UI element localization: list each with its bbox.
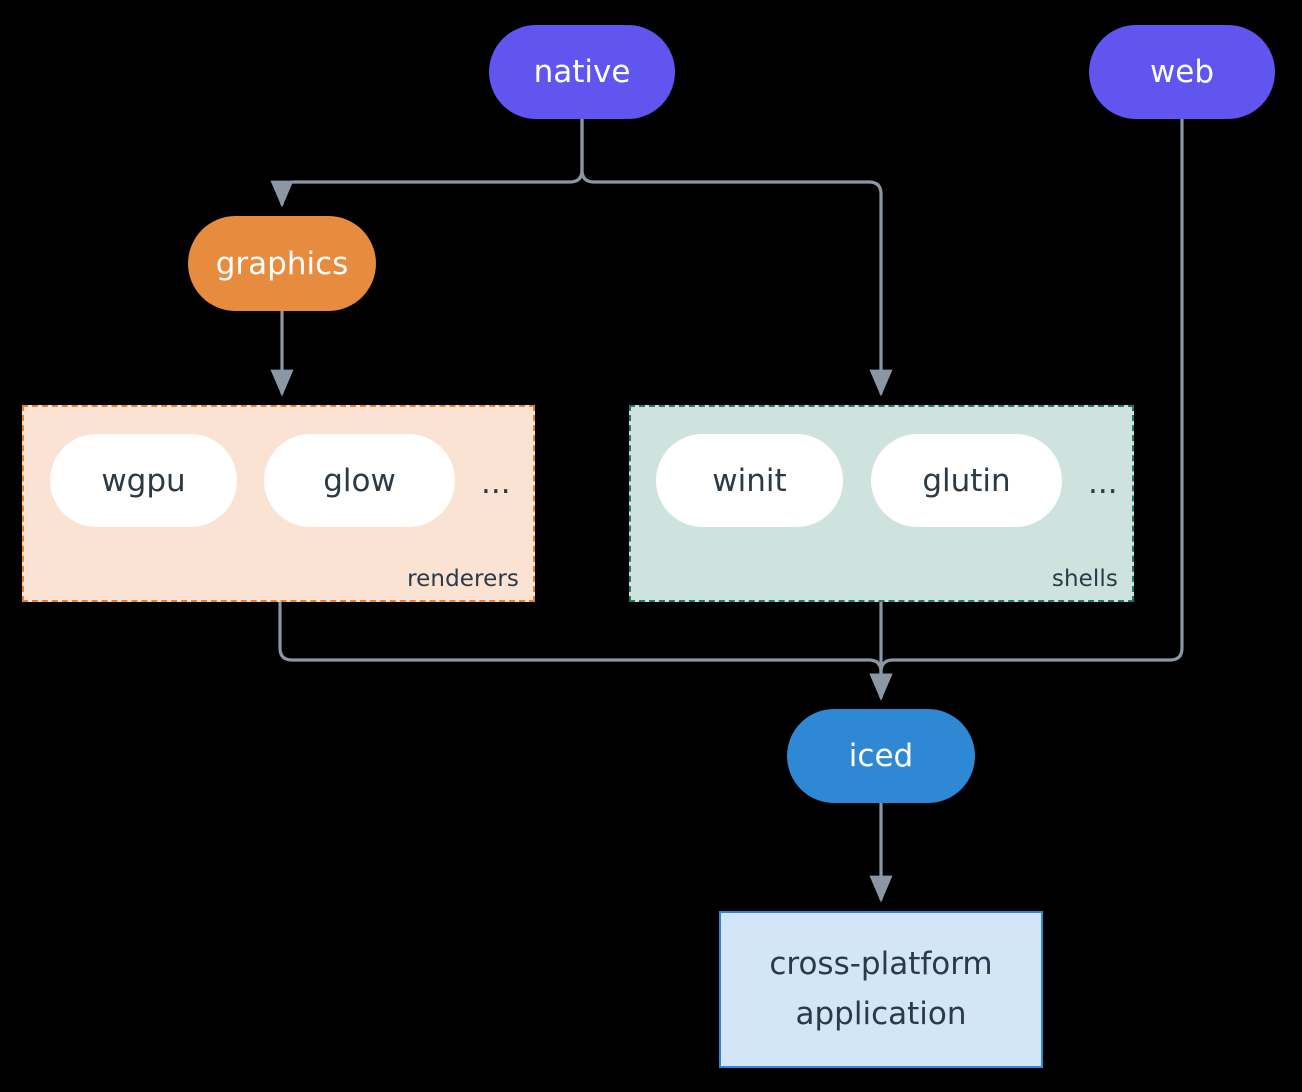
node-cross-platform-application[interactable]: cross-platform application bbox=[719, 911, 1043, 1068]
node-iced[interactable]: iced bbox=[787, 709, 975, 803]
node-web-label: web bbox=[1149, 54, 1215, 90]
edge-renderers-to-iced bbox=[278, 602, 893, 701]
node-glow[interactable]: glow bbox=[264, 434, 455, 527]
node-wgpu[interactable]: wgpu bbox=[50, 434, 237, 527]
node-graphics-label: graphics bbox=[215, 245, 349, 282]
node-wgpu-label: wgpu bbox=[101, 462, 186, 499]
edge-native-to-graphics bbox=[270, 119, 584, 208]
application-label-line1: cross-platform bbox=[769, 945, 993, 982]
node-winit[interactable]: winit bbox=[656, 434, 843, 527]
node-native[interactable]: native bbox=[489, 25, 675, 119]
cluster-renderers-label: renderers bbox=[407, 566, 519, 592]
node-web[interactable]: web bbox=[1089, 25, 1275, 119]
node-graphics[interactable]: graphics bbox=[188, 216, 376, 311]
node-glow-label: glow bbox=[323, 462, 396, 499]
node-native-label: native bbox=[533, 54, 631, 90]
node-glutin-label: glutin bbox=[922, 462, 1011, 499]
renderers-overflow-ellipsis: ... bbox=[481, 465, 511, 501]
node-winit-label: winit bbox=[712, 462, 787, 499]
node-glutin[interactable]: glutin bbox=[871, 434, 1062, 527]
application-label-line2: application bbox=[795, 995, 967, 1032]
node-iced-label: iced bbox=[848, 738, 914, 774]
cluster-shells-label: shells bbox=[1051, 566, 1118, 592]
edge-native-to-shells bbox=[580, 119, 893, 397]
shells-overflow-ellipsis: ... bbox=[1088, 465, 1118, 501]
